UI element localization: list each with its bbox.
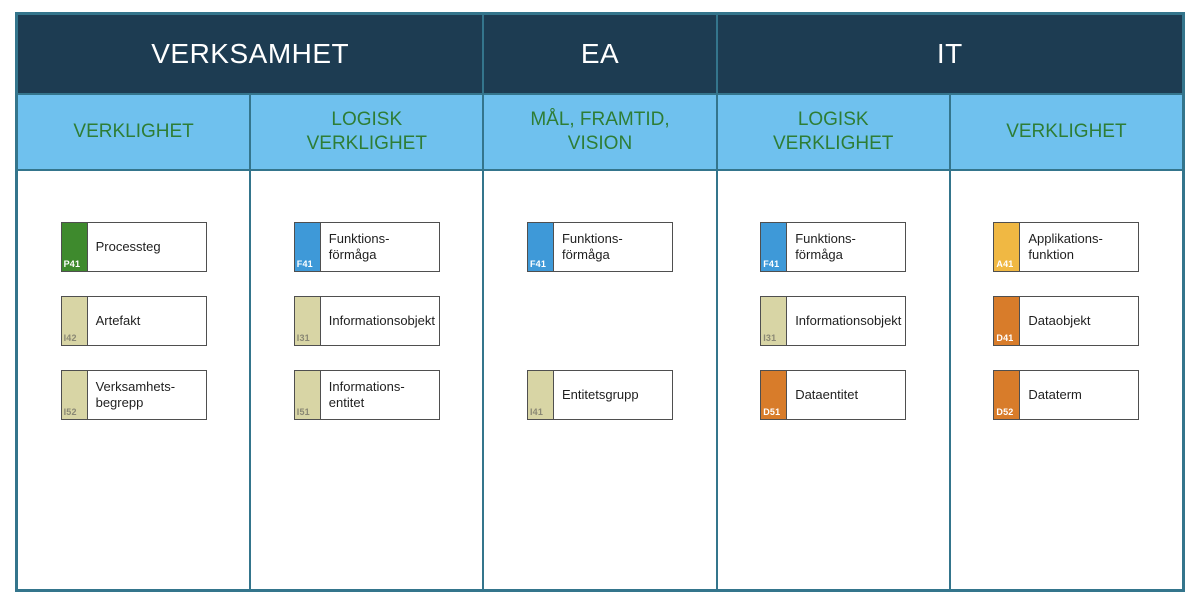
card-label: Funktions- förmåga [328,230,390,262]
card-color-tab: P41 [61,223,88,271]
card-f41-col3: F41 Funktions- förmåga [760,222,907,272]
card-code: D41 [996,333,1014,343]
card-color-tab: I51 [294,371,321,419]
card-label: Verksamhets- begrepp [95,378,176,410]
card-label: Processteg [95,238,161,254]
card-color-tab: D51 [761,371,788,419]
card-i52-col0: I52 Verksamhets- begrepp [60,370,207,420]
card-a41-col4: A41 Applikations- funktion [993,222,1140,272]
card-code: I52 [63,407,77,417]
subheader-it-verklighet: VERKLIGHET [950,95,1182,169]
card-label: Informationsobjekt [328,312,436,328]
card-code: I41 [529,407,544,417]
group-header-ea-label: EA [580,38,620,69]
card-label: Funktions- förmåga [795,230,856,262]
card-d52-col4: D52 Dataterm [993,370,1140,420]
card-d51-col3: D51 Dataentitet [760,370,907,420]
diagram-grid: VERKSAMHET EA IT VERKLIGHET LOGISK VERKL… [18,15,1182,589]
card-code: I31 [296,333,310,343]
card-code: F41 [296,259,313,269]
card-color-tab: F41 [527,223,554,271]
card-p41-col0: P41 Processteg [60,222,207,272]
card-i41-col2: I41 Entitetsgrupp [526,370,673,420]
card-color-tab: D52 [994,371,1021,419]
card-label: Artefakt [95,312,141,328]
subheader-it-logisk-verklighet: LOGISK VERKLIGHET [717,95,949,169]
card-label: Informations- entitet [328,378,405,410]
subheader-verksamhet-verklighet: VERKLIGHET [18,95,250,169]
card-label: Informationsobjekt [795,312,902,328]
card-i51-col1: I51 Informations- entitet [293,370,440,420]
card-label: Dataentitet [795,386,859,402]
card-code: I31 [763,333,777,343]
card-color-tab: A41 [994,223,1021,271]
card-code: P41 [63,259,81,269]
card-code: I42 [63,333,77,343]
card-color-tab: I52 [61,371,88,419]
card-color-tab: F41 [294,223,321,271]
card-label: Dataterm [1028,386,1082,402]
subheader-verksamhet-logisk-verklighet: LOGISK VERKLIGHET [251,95,483,169]
card-code: I51 [296,407,310,417]
card-code: D52 [996,407,1014,417]
card-f41-col1: F41 Funktions- förmåga [293,222,440,272]
card-color-tab: I42 [61,297,88,345]
card-label: Dataobjekt [1028,312,1091,328]
group-header-it-label: IT [936,38,963,69]
group-header-it: IT [717,15,1182,93]
card-color-tab: I41 [527,371,554,419]
card-code: F41 [763,259,780,269]
card-i31-col3: I31 Informationsobjekt [760,296,907,346]
card-i42-col0: I42 Artefakt [60,296,207,346]
diagram-frame: VERKSAMHET EA IT VERKLIGHET LOGISK VERKL… [15,12,1185,592]
group-header-verksamhet: VERKSAMHET [18,15,483,93]
card-f41-col2: F41 Funktions- förmåga [526,222,673,272]
card-color-tab: D41 [994,297,1021,345]
card-i31-col1: I31 Informationsobjekt [293,296,440,346]
card-label: Entitetsgrupp [561,386,639,402]
card-color-tab: I31 [761,297,788,345]
card-code: D51 [763,407,781,417]
subheader-ea-mal-framtid-vision: MÅL, FRAMTID, VISION [484,95,716,169]
card-code: A41 [996,259,1014,269]
card-label: Applikations- funktion [1028,230,1103,262]
card-color-tab: F41 [761,223,788,271]
card-label: Funktions- förmåga [561,230,623,262]
card-code: F41 [529,259,547,269]
card-d41-col4: D41 Dataobjekt [993,296,1140,346]
group-header-verksamhet-label: VERKSAMHET [151,38,350,69]
group-header-ea: EA [484,15,716,93]
card-color-tab: I31 [294,297,321,345]
